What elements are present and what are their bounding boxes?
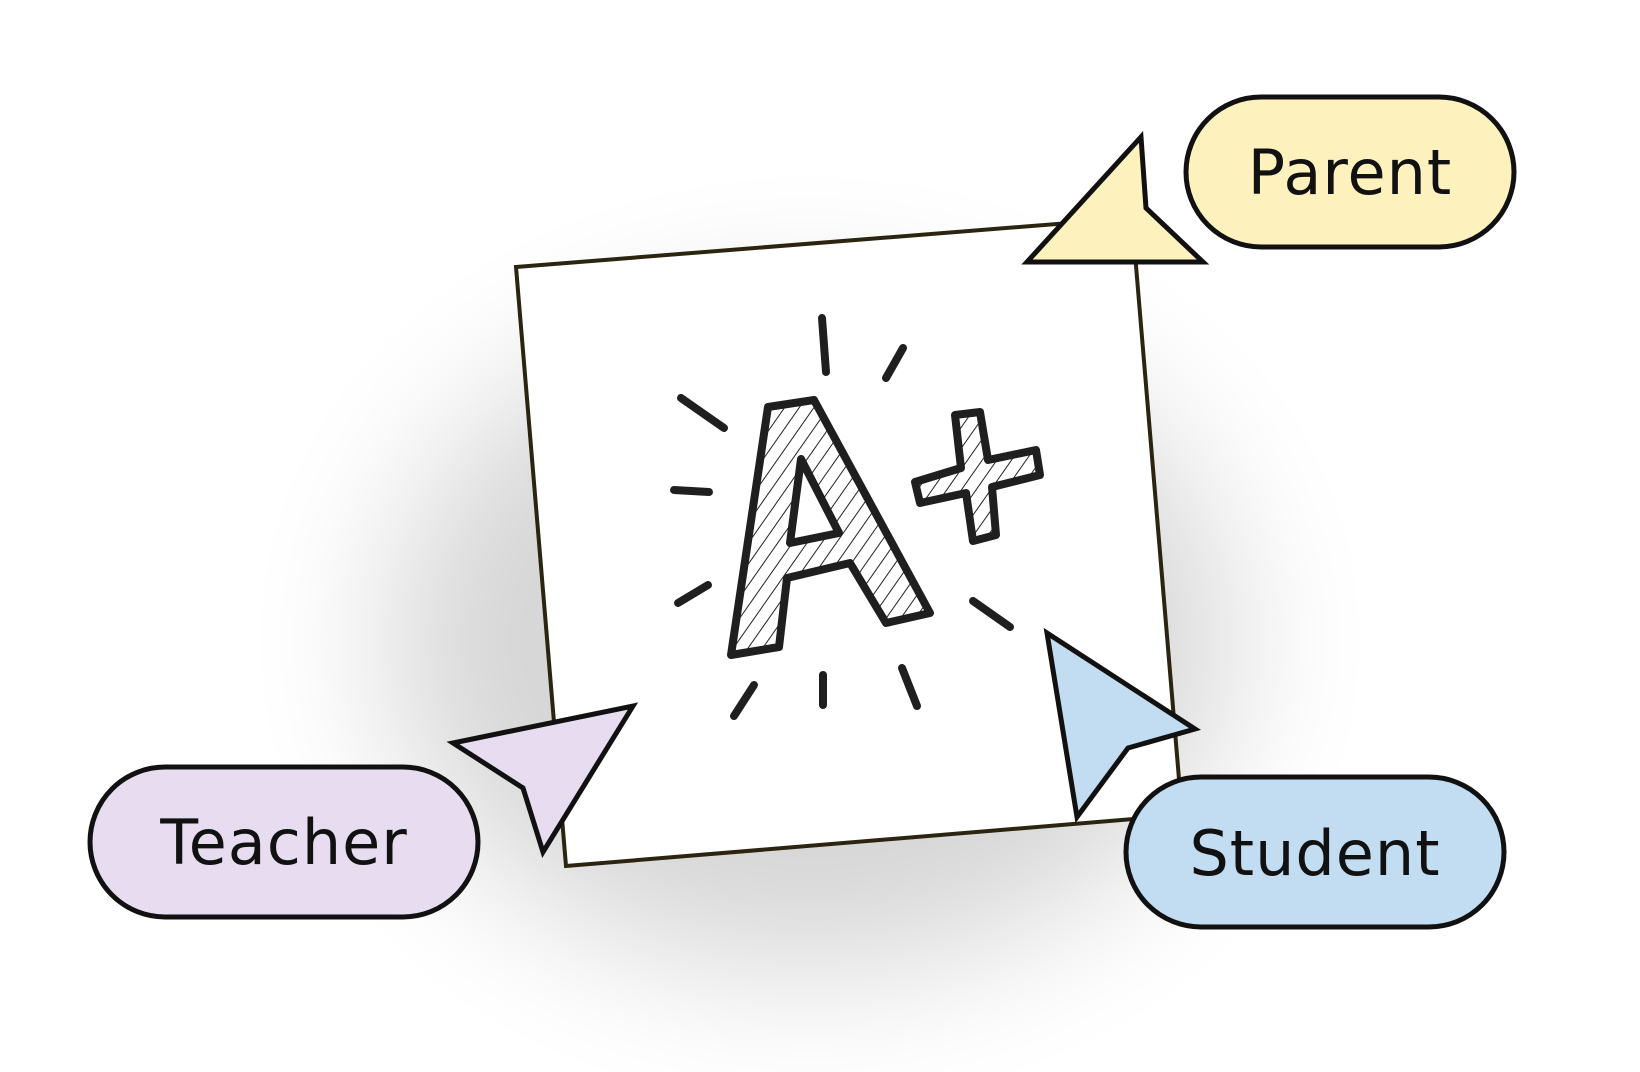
parent-cursor-icon	[1021, 131, 1210, 265]
teacher-label: Teacher	[159, 806, 408, 879]
student-label: Student	[1189, 817, 1440, 890]
teacher-label-bubble	[87, 764, 481, 920]
student-label-bubble	[1123, 774, 1507, 930]
a-plus-grade-icon	[670, 314, 1044, 720]
student-cursor-icon	[1043, 627, 1201, 824]
teacher-cursor-icon	[446, 702, 639, 858]
parent-label: Parent	[1248, 136, 1452, 209]
parent-label-bubble	[1183, 94, 1517, 250]
